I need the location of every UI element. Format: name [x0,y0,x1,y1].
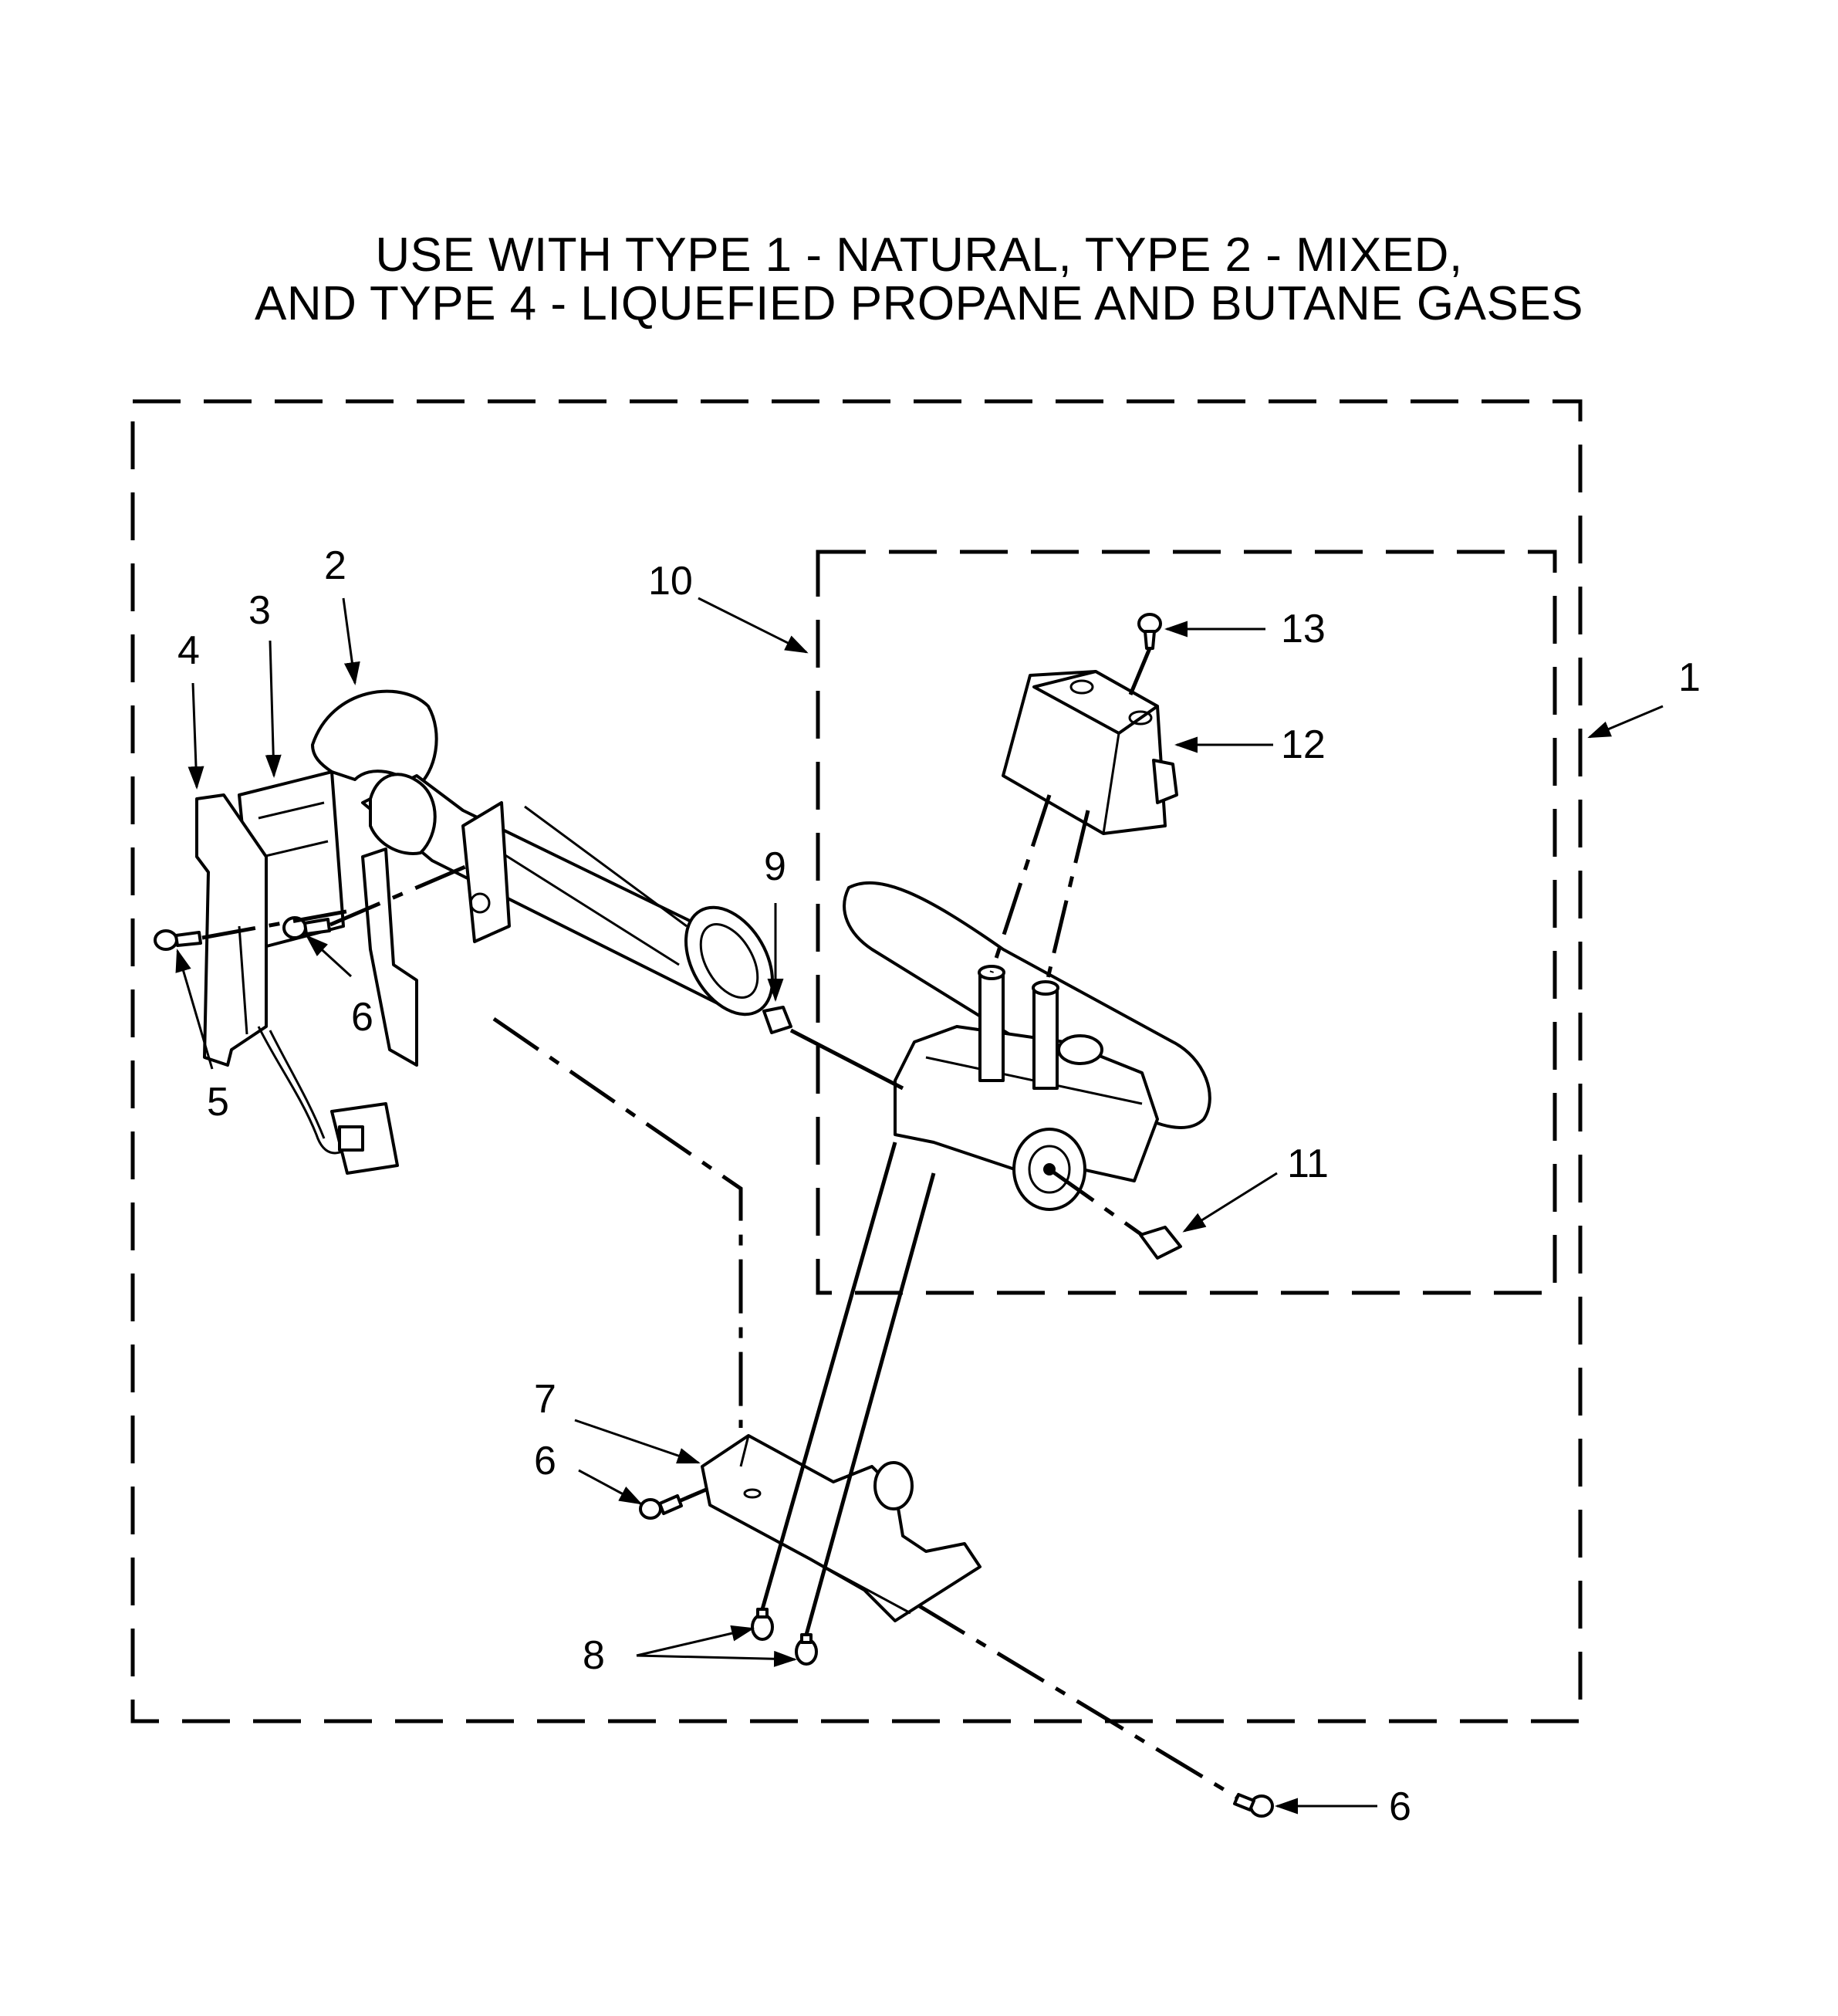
callout-4: 4 [177,628,200,673]
valve-coil [1002,670,1178,835]
callout-6-bracket: 6 [534,1439,556,1483]
callout-11: 11 [1287,1142,1329,1186]
diagram-title-line-2: AND TYPE 4 - LIQUEFIED PROPANE AND BUTAN… [254,277,1584,330]
gas-valve-body [843,881,1211,1211]
callout-2: 2 [324,543,346,588]
screw-13 [1137,613,1162,650]
leader-8b [636,1650,797,1667]
screw-6-igniter [282,916,331,939]
screw-6-bottom [1233,1793,1274,1818]
leader-4 [188,682,204,790]
plug-11 [1139,1226,1182,1260]
assembly-line-orifice [789,1028,904,1091]
leader-8a [636,1625,755,1657]
callout-5: 5 [207,1080,229,1125]
leader-6b [578,1469,643,1505]
assembly-line-plug11 [1048,1167,1144,1237]
diagram-title-line-1: USE WITH TYPE 1 - NATURAL, TYPE 2 - MIXE… [375,228,1463,282]
burner-bracket [701,1434,982,1622]
leader-11 [1182,1172,1278,1233]
callout-8: 8 [583,1633,605,1678]
leader-5 [175,949,214,1070]
callout-6-bottom: 6 [1389,1784,1411,1829]
assembly-line-screw6-bottom [917,1603,1240,1801]
leader-7 [574,1419,701,1464]
assembly-line-screw8a [760,1142,897,1610]
leader-10 [698,597,809,654]
assembly-line-coil-2 [1043,810,1090,989]
callout-12: 12 [1281,722,1326,767]
outer-assembly-boundary [130,399,1583,1723]
burner-tube [311,689,774,1016]
igniter [195,793,399,1175]
orifice-9 [762,1006,792,1034]
callout-13: 13 [1281,607,1326,651]
assembly-line-screw6-bracket [678,1487,707,1504]
callout-9: 9 [764,844,786,889]
screw-6-bracket [639,1494,683,1520]
leader-1 [1587,705,1664,739]
callout-3: 3 [248,588,271,633]
leader-3 [265,640,282,778]
screw-5 [154,929,202,951]
screws-8 [751,1608,818,1666]
callout-10: 10 [648,559,693,604]
leader-6a [305,934,353,978]
leader-2 [342,597,360,685]
callout-6-igniter: 6 [351,995,373,1040]
assembly-line-screw6 [329,862,471,927]
assembly-line-coil-1 [989,794,1052,973]
callout-7: 7 [534,1377,556,1422]
valve-assembly-boundary [816,550,1557,1295]
assembly-line-screw8b [804,1172,936,1635]
assembly-line-bracket [492,1016,743,1428]
callout-1: 1 [1678,655,1701,700]
assembly-line-screw5 [201,907,360,940]
assembly-line-screw13 [1128,648,1152,695]
